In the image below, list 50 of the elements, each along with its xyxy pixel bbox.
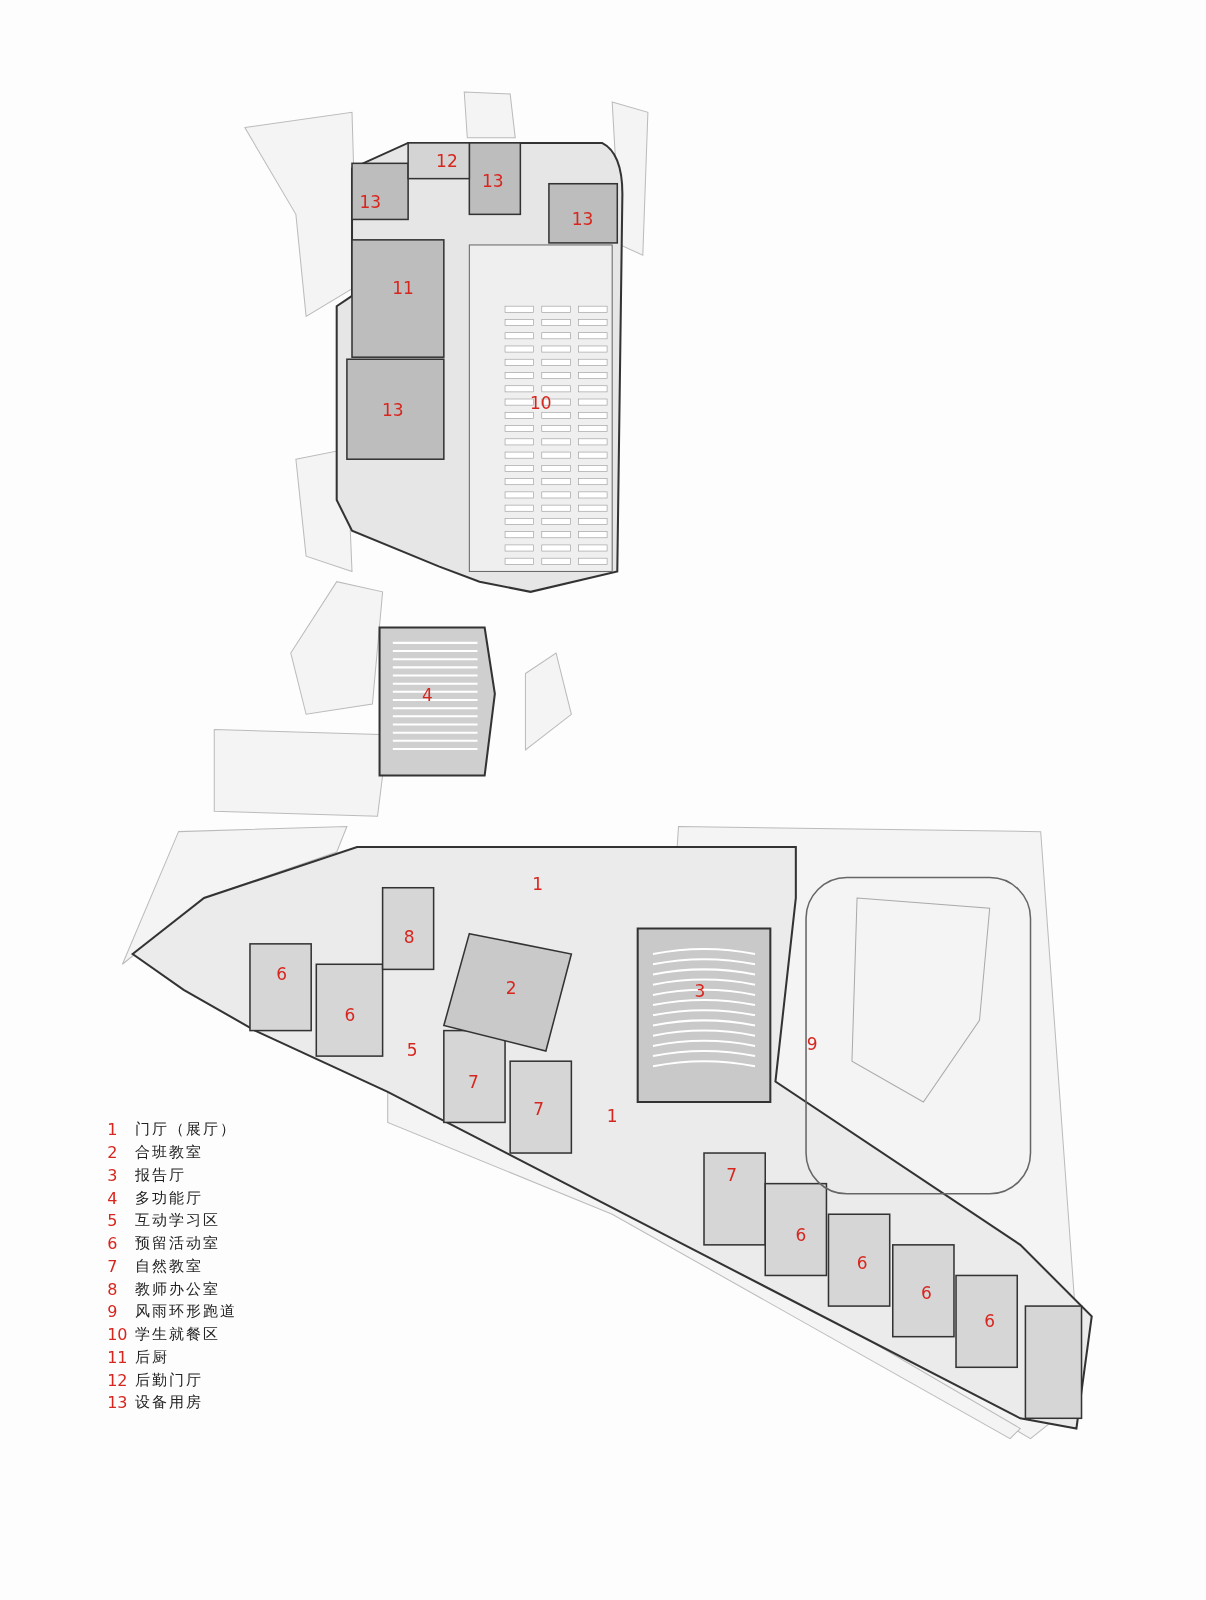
callout-number: 6: [344, 1006, 356, 1024]
callout-number: 6: [276, 965, 287, 983]
legend-number: 3: [107, 1167, 118, 1184]
legend-text: 多功能厅: [134, 1190, 203, 1206]
legend-text: 教师办公室: [134, 1281, 220, 1297]
legend-text: 自然教室: [134, 1258, 203, 1274]
legend-text: 风雨环形跑道: [134, 1304, 237, 1320]
callout-number: 12: [436, 152, 458, 170]
legend-number: 12: [107, 1372, 128, 1389]
callout-number: 11: [392, 279, 414, 297]
legend-text: 合班教室: [134, 1145, 203, 1161]
callout-number: 6: [795, 1226, 807, 1244]
legend-number: 2: [107, 1145, 118, 1162]
callout-number: 3: [694, 982, 706, 1000]
callout-number: 4: [422, 686, 433, 704]
callout-number: 13: [571, 210, 594, 228]
callout-number: 6: [856, 1254, 868, 1272]
callout-number: 13: [382, 401, 404, 419]
legend-text: 报告厅: [134, 1167, 186, 1183]
callout-number: 7: [533, 1100, 545, 1118]
callout-number: 7: [468, 1073, 479, 1090]
callout-number: 9: [806, 1035, 818, 1053]
legend-number: 6: [107, 1236, 118, 1253]
callout-number: 6: [921, 1284, 932, 1302]
callout-number: 10: [529, 394, 552, 412]
callout-number: 2: [505, 979, 517, 997]
legend-number: 4: [107, 1190, 118, 1207]
legend-number: 5: [107, 1213, 118, 1230]
legend-text: 预留活动室: [134, 1236, 220, 1252]
callout-number: 5: [406, 1041, 418, 1059]
callout-number: 8: [403, 928, 415, 946]
legend-text: 后勤门厅: [134, 1372, 203, 1388]
callout-number: 13: [359, 193, 382, 211]
legend-text: 互动学习区: [134, 1213, 220, 1229]
legend-number: 13: [107, 1395, 128, 1412]
callout-number: 1: [606, 1107, 618, 1125]
legend-text: 门厅（展厅）: [134, 1122, 237, 1138]
callout-number: 1: [532, 875, 544, 893]
legend-text: 设备用房: [134, 1395, 203, 1411]
legend-number: 11: [107, 1349, 128, 1366]
legend-text: 学生就餐区: [134, 1327, 220, 1343]
legend-number: 1: [107, 1122, 118, 1139]
callout-number: 13: [482, 172, 504, 190]
callout-number: 7: [726, 1166, 737, 1184]
legend-number: 8: [107, 1281, 118, 1298]
legend-text: 后厨: [134, 1349, 169, 1365]
callout-number: 6: [984, 1312, 996, 1330]
legend-number: 10: [107, 1327, 128, 1344]
legend-number: 9: [107, 1304, 118, 1321]
legend-number: 7: [107, 1258, 118, 1275]
